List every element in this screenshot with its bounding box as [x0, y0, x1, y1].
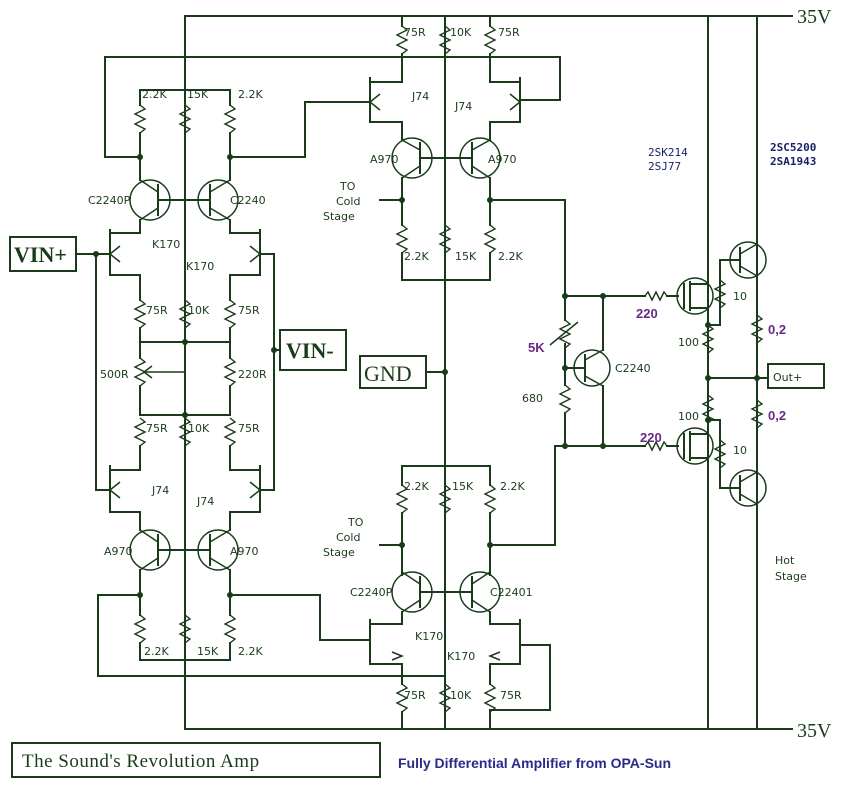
res-label: 75R: [238, 304, 260, 317]
res-label: 10K: [450, 689, 472, 702]
res-label: 680: [522, 392, 543, 405]
res-label: 100: [678, 410, 699, 423]
res-label: 75R: [238, 422, 260, 435]
stage-label: TO: [339, 180, 356, 193]
res-label: 75R: [500, 689, 522, 702]
res-label: 10: [733, 444, 747, 457]
npn-label: C2240P: [350, 586, 393, 599]
jfet-label: J74: [454, 100, 472, 113]
jfet-label: K170: [447, 650, 475, 663]
hot-stage-label: Stage: [775, 570, 807, 583]
vin-minus-box: [259, 253, 347, 491]
res-label: 2.2K: [142, 88, 167, 101]
res-label: 15K: [455, 250, 477, 263]
pnp-label: A970: [370, 153, 399, 166]
pnp-label: A970: [104, 545, 133, 558]
stage-label: Stage: [323, 210, 355, 223]
stage-label: TO: [347, 516, 364, 529]
output-stage: [639, 241, 769, 507]
trim-section: [133, 344, 237, 418]
res-label: 75R: [498, 26, 520, 39]
pnp-label: A970: [230, 545, 259, 558]
vas-top: [368, 15, 566, 297]
bjt-model-label: 2SC5200: [770, 141, 816, 154]
vin-plus-box: [9, 236, 111, 491]
mosfet-model-label: 2SJ77: [648, 160, 681, 173]
res-label: 15K: [187, 88, 209, 101]
trim-label: 500R: [100, 368, 129, 381]
res-label: 15K: [197, 645, 219, 658]
footer-title-box: [11, 742, 381, 778]
res-label: 2.2K: [238, 88, 263, 101]
gnd-box: [359, 355, 448, 389]
footer-subtitle: Fully Differential Amplifier from OPA-Su…: [398, 755, 671, 771]
jfet-label: K170: [415, 630, 443, 643]
gate-res-label: 220: [640, 430, 662, 445]
res-label: 2.2K: [498, 250, 523, 263]
bias-network: [549, 293, 641, 449]
vin-minus-label: VIN-: [286, 338, 334, 363]
stage-label: Cold: [336, 531, 360, 544]
input-npn-pair: [129, 179, 239, 221]
bias-transistor-label: C2240: [615, 362, 651, 375]
npn-label: C22401: [490, 586, 533, 599]
vas-bottom: [369, 445, 556, 730]
gate-res-label: 220: [636, 306, 658, 321]
res-label: 2.2K: [404, 480, 429, 493]
res-label: 2.2K: [238, 645, 263, 658]
res-label: 75R: [146, 422, 168, 435]
res-label: 2.2K: [144, 645, 169, 658]
input-bottom-resistors: [97, 569, 446, 677]
power-rails: [184, 15, 793, 730]
pot-label: 5K: [528, 340, 545, 355]
res-label: 100: [678, 336, 699, 349]
jfet-label: J74: [151, 484, 169, 497]
res-label: 220R: [238, 368, 267, 381]
bjt-label: C2240P: [88, 194, 131, 207]
res-label: 75R: [404, 689, 426, 702]
res-label: 15K: [452, 480, 474, 493]
res-label: 75R: [404, 26, 426, 39]
bjt-model-label: 2SA1943: [770, 155, 816, 168]
input-mid-top-resistors: [133, 299, 237, 346]
res-label: 10K: [450, 26, 472, 39]
input-pnp-pair: [129, 529, 239, 571]
res-label: 10K: [188, 304, 210, 317]
pnp-label: A970: [488, 153, 517, 166]
stage-label: Cold: [336, 195, 360, 208]
res-label: 75R: [146, 304, 168, 317]
hot-stage-label: Hot: [775, 554, 795, 567]
vin-plus-label: VIN+: [14, 242, 67, 267]
stage-label: Stage: [323, 546, 355, 559]
res-label: 10: [733, 290, 747, 303]
jfet-label: J74: [196, 495, 214, 508]
jfet-label: K170: [152, 238, 180, 251]
bjt-label: C2240: [230, 194, 266, 207]
res-label: 0,2: [768, 408, 786, 423]
res-label: 2.2K: [500, 480, 525, 493]
mosfet-model-label: 2SK214: [648, 146, 688, 159]
jfet-label: K170: [186, 260, 214, 273]
input-mid-bottom-resistors: [133, 417, 237, 471]
jfet-label: J74: [411, 90, 429, 103]
top-rail-label: 35V: [797, 6, 832, 28]
out-label: Out+: [773, 371, 802, 384]
out-box: [767, 363, 825, 389]
input-jfet-bottom: [109, 465, 261, 531]
bottom-rail-label: 35V: [797, 720, 832, 742]
footer-title: The Sound's Revolution Amp: [22, 751, 260, 772]
res-label: 2.2K: [404, 250, 429, 263]
res-label: 10K: [188, 422, 210, 435]
input-feedback-top: [104, 56, 561, 160]
res-label: 0,2: [768, 322, 786, 337]
gnd-label: GND: [364, 361, 412, 386]
